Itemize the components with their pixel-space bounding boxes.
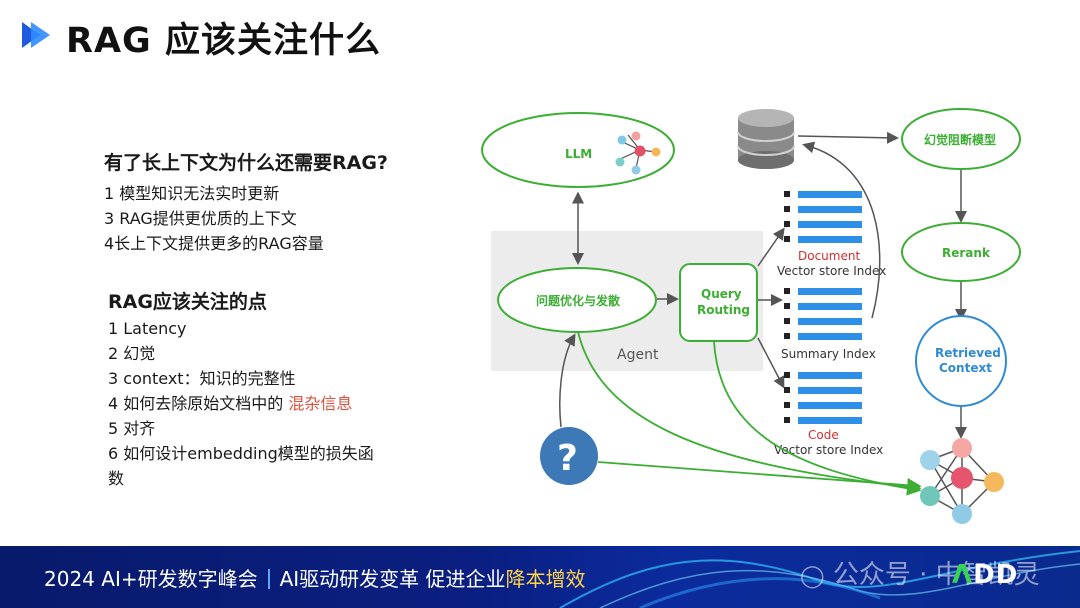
footer-event: 2024 AI+研发数字峰会 [44, 567, 258, 591]
rerank-node [901, 222, 1021, 282]
code-index-icon [784, 372, 862, 424]
retrieved-context-node [915, 315, 1007, 407]
footer-slogan-accent: 降本增效 [505, 567, 586, 591]
focus-item-4-highlight: 混杂信息 [288, 394, 353, 413]
rewrite-label: 问题优化与发散 [536, 293, 621, 308]
wechat-icon: ◯ [800, 564, 825, 589]
footer-slogan: AI驱动研发变革 促进企业 [279, 567, 506, 591]
title-arrow-icon [22, 22, 50, 48]
watermark-text: 公众号 · 中智凯灵 [832, 560, 1040, 590]
rag-diagram: Agent LLM 问题优化与发散 Query Routing Document… [481, 108, 1021, 524]
code-title: Code [808, 428, 839, 442]
focus-item: 3 context：知识的完整性 [108, 369, 296, 388]
document-title: Document [798, 249, 860, 263]
focus-item: 数 [108, 469, 125, 488]
retrieved-label-2: Context [939, 361, 992, 375]
question-list: 1 模型知识无法实时更新 3 RAG提供更优质的上下文 4长上下文提供更多的RA… [104, 181, 324, 256]
agent-label: Agent [617, 347, 659, 363]
footer-event-line: 2024 AI+研发数字峰会 AI驱动研发变革 促进企业降本增效 [44, 563, 586, 592]
footer-banner: 2024 AI+研发数字峰会 AI驱动研发变革 促进企业降本增效 ◯ 公众号 · … [0, 546, 1080, 608]
question-heading: 有了长上下文为什么还需要RAG? [104, 152, 388, 174]
footer-wave-decoration [559, 550, 1080, 608]
focus-item: 4 如何去除原始文档中的 混杂信息 [108, 391, 428, 416]
focus-item: 5 对齐 [108, 419, 156, 438]
focus-item: 2 幻觉 [108, 344, 156, 363]
rerank-label: Rerank [942, 246, 991, 260]
llm-label: LLM [565, 147, 592, 161]
llm-network-icon [615, 131, 661, 175]
wechat-watermark: ◯ 公众号 · 中智凯灵 [800, 554, 1040, 591]
focus-list: 1 Latency 2 幻觉 3 context：知识的完整性 4 如何去除原始… [108, 316, 428, 491]
summary-index-icon [784, 288, 862, 340]
routing-node [679, 263, 758, 342]
routing-label-1: Query [701, 287, 742, 301]
focus-item: 1 Latency [108, 319, 187, 338]
focus-item: 6 如何设计embedding模型的损失函 [108, 444, 374, 463]
question-item: 3 RAG提供更优质的上下文 [104, 209, 297, 228]
add-logo-mark: Λ [952, 560, 974, 590]
document-subtitle: Vector store Index [777, 264, 886, 278]
footer-divider [267, 569, 270, 589]
question-mark: ? [557, 438, 578, 479]
rewrite-node [497, 267, 657, 333]
question-node [540, 427, 598, 485]
output-network-icon [920, 438, 1004, 524]
page-title: RAG 应该关注什么 [66, 21, 381, 61]
focus-heading: RAG应该关注的点 [108, 291, 267, 313]
question-item: 4长上下文提供更多的RAG容量 [104, 234, 324, 253]
llm-node [481, 112, 675, 188]
routing-label-2: Routing [697, 303, 750, 317]
add-logo: ΛDD [952, 560, 1018, 590]
code-subtitle: Vector store Index [774, 443, 883, 457]
hallucination-label: 幻觉阻断模型 [924, 132, 996, 147]
focus-item-4-text: 4 如何去除原始文档中的 [108, 394, 289, 413]
retrieved-label-1: Retrieved [935, 346, 1001, 360]
add-logo-text: DD [973, 560, 1019, 590]
hallucination-node [901, 108, 1021, 170]
title-bar: RAG 应该关注什么 [0, 0, 1080, 80]
question-item: 1 模型知识无法实时更新 [104, 184, 280, 203]
summary-label: Summary Index [781, 347, 876, 361]
database-icon [737, 109, 795, 169]
document-index-icon [784, 191, 862, 243]
